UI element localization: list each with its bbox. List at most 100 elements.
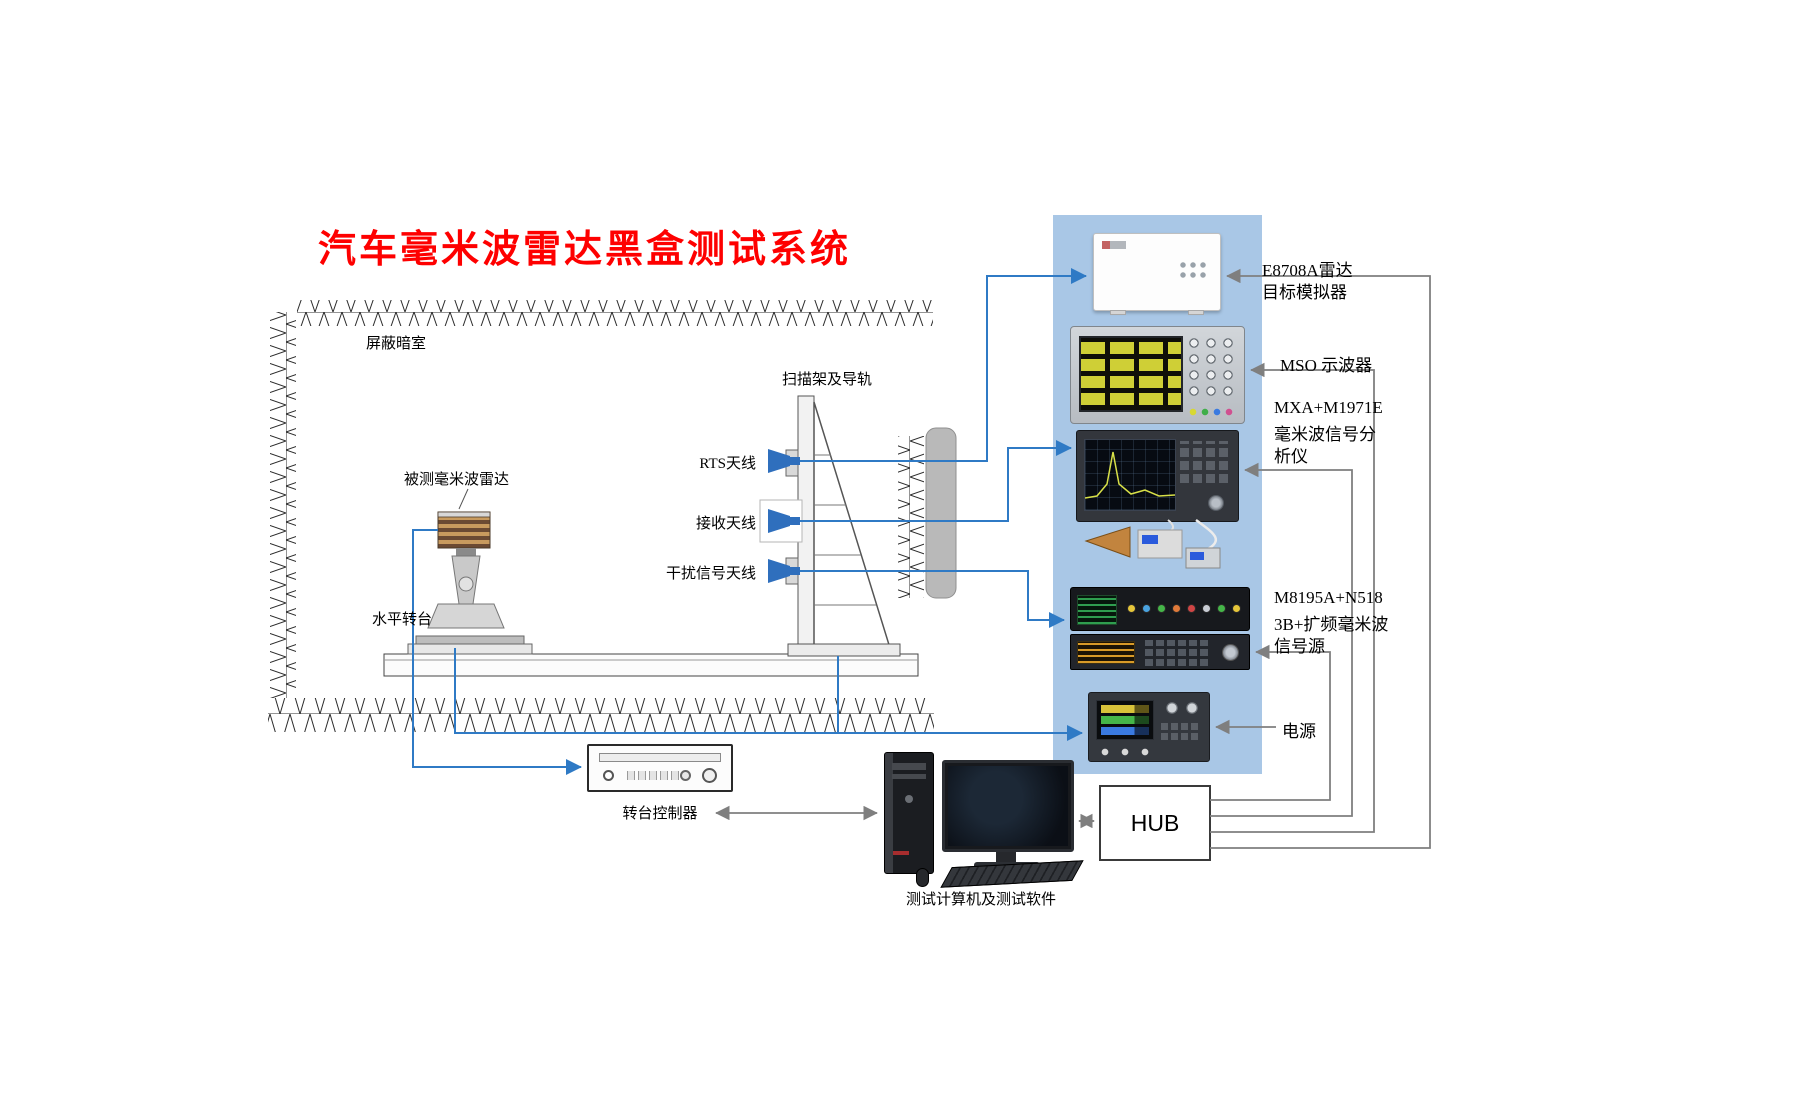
- hub-box: HUB: [1099, 785, 1211, 861]
- scanner-base: [787, 643, 901, 657]
- spectrum-trace: [1085, 451, 1175, 499]
- awg-screen: [1077, 595, 1117, 625]
- analyzer-label-line1: MXA+M1971E: [1274, 398, 1383, 417]
- interference-horn-antenna-icon: [768, 559, 790, 583]
- power-supply-screen: [1096, 700, 1154, 740]
- psu-screen-row: [1101, 716, 1149, 724]
- rf-connector-dot: [1157, 604, 1166, 613]
- line-rx-to-analyzer: [800, 440, 1072, 522]
- device-foot: [1188, 310, 1204, 315]
- power-button: [905, 795, 913, 803]
- scanner-mast: [797, 395, 815, 649]
- channel-indicator-lights: [1188, 408, 1236, 417]
- analyzer-label-line3: 析仪: [1274, 447, 1308, 466]
- computer-label: 测试计算机及测试软件: [905, 892, 1056, 908]
- rx-horn-base: [790, 517, 800, 525]
- antenna-mount: [785, 449, 799, 477]
- drive-bay: [892, 763, 926, 770]
- turntable-base: [407, 643, 533, 655]
- tower-logo: [893, 851, 909, 855]
- generator-screen: [1077, 641, 1135, 664]
- interference-horn-base: [790, 567, 800, 575]
- oscilloscope-label: MSO 示波器: [1280, 356, 1373, 375]
- generator-knob: [1222, 644, 1239, 661]
- line-interference-to-source: [800, 570, 1065, 628]
- source-label-line1: M8195A+N518: [1274, 588, 1383, 607]
- rf-connector-dot: [1187, 604, 1196, 613]
- computer-keyboard: [940, 860, 1084, 888]
- rf-connector-dot: [1217, 604, 1226, 613]
- simulator-label-line2: 目标模拟器: [1262, 283, 1347, 302]
- m8195a-awg-device: [1070, 587, 1250, 631]
- controller-buttons: [627, 771, 679, 780]
- dut-mount: [456, 548, 476, 556]
- power-supply-device: [1088, 692, 1210, 762]
- power-label: 电源: [1282, 722, 1316, 741]
- rts-horn-base: [790, 457, 800, 465]
- awg-rf-connectors: [1127, 604, 1241, 613]
- monitor-stand: [996, 852, 1016, 863]
- psu-screen-row: [1101, 705, 1149, 713]
- absorber-wall-right: [898, 436, 924, 598]
- feedthrough-panel: [925, 427, 957, 599]
- turntable-label: 水平转台: [372, 612, 433, 628]
- antenna-mount: [785, 557, 799, 585]
- mso-oscilloscope-device: [1070, 326, 1245, 424]
- rx-horn-antenna-icon: [768, 509, 790, 533]
- computer-tower: [884, 752, 934, 874]
- radar-target-simulator-device: [1093, 233, 1221, 315]
- turntable-knob: [458, 576, 474, 592]
- rts-horn-antenna-icon: [768, 449, 790, 473]
- monitor-screen: [948, 766, 1068, 846]
- controller-label: 转台控制器: [622, 806, 698, 822]
- absorber-wall-top: [297, 300, 933, 326]
- rf-connector-dot: [1172, 604, 1181, 613]
- oscilloscope-knobs: [1186, 335, 1238, 401]
- power-supply-keypad: [1161, 721, 1201, 740]
- power-supply-knobs: [1165, 701, 1201, 716]
- chamber-label: 屏蔽暗室: [366, 336, 427, 352]
- connector-ports: [1178, 260, 1208, 280]
- turntable-column: [451, 555, 481, 605]
- device-foot: [1110, 310, 1126, 315]
- computer-mouse: [916, 868, 929, 887]
- analyzer-screen: [1084, 439, 1176, 511]
- analyzer-knob: [1208, 495, 1224, 511]
- source-label-line3: 信号源: [1274, 637, 1325, 656]
- line-turntable-to-controller: [412, 529, 582, 775]
- radar-dut-cap: [437, 511, 491, 518]
- controller-knob: [702, 768, 717, 783]
- psu-screen-row: [1101, 727, 1149, 735]
- drive-bay: [892, 774, 926, 779]
- horn-antennas: [768, 449, 800, 583]
- rf-connector-dot: [1127, 604, 1136, 613]
- rx-antenna-label: 接收天线: [695, 516, 756, 532]
- scanner-truss: [813, 401, 892, 649]
- power-supply-terminals: [1099, 747, 1165, 758]
- absorber-wall-left: [270, 312, 296, 698]
- absorber-wall-bottom: [268, 698, 934, 732]
- mxa-signal-analyzer-device: [1076, 430, 1239, 522]
- radar-under-test-assembly: [407, 488, 533, 655]
- diagram-title: 汽车毫米波雷达黑盒测试系统: [318, 229, 852, 271]
- antenna-mount: [785, 507, 799, 535]
- device-logo: [1102, 241, 1126, 249]
- controller-small-knob: [680, 770, 691, 781]
- rf-connector-dot: [1142, 604, 1151, 613]
- oscilloscope-screen: [1079, 336, 1183, 412]
- rf-connector-dot: [1232, 604, 1241, 613]
- analyzer-keypad: [1180, 441, 1230, 483]
- rts-antenna-label: RTS天线: [699, 456, 756, 472]
- dut-label: 被测毫米波雷达: [404, 472, 510, 488]
- anechoic-chamber: [268, 300, 957, 732]
- rail-body: [383, 653, 919, 677]
- radar-dut: [437, 511, 491, 549]
- rf-connector-dot: [1202, 604, 1211, 613]
- rx-antenna-backing: [759, 499, 803, 543]
- floor-rail: [383, 653, 919, 677]
- scanner-frame: [785, 395, 901, 657]
- hub-label: HUB: [1130, 809, 1180, 836]
- n5183b-signal-generator-device: [1070, 634, 1250, 670]
